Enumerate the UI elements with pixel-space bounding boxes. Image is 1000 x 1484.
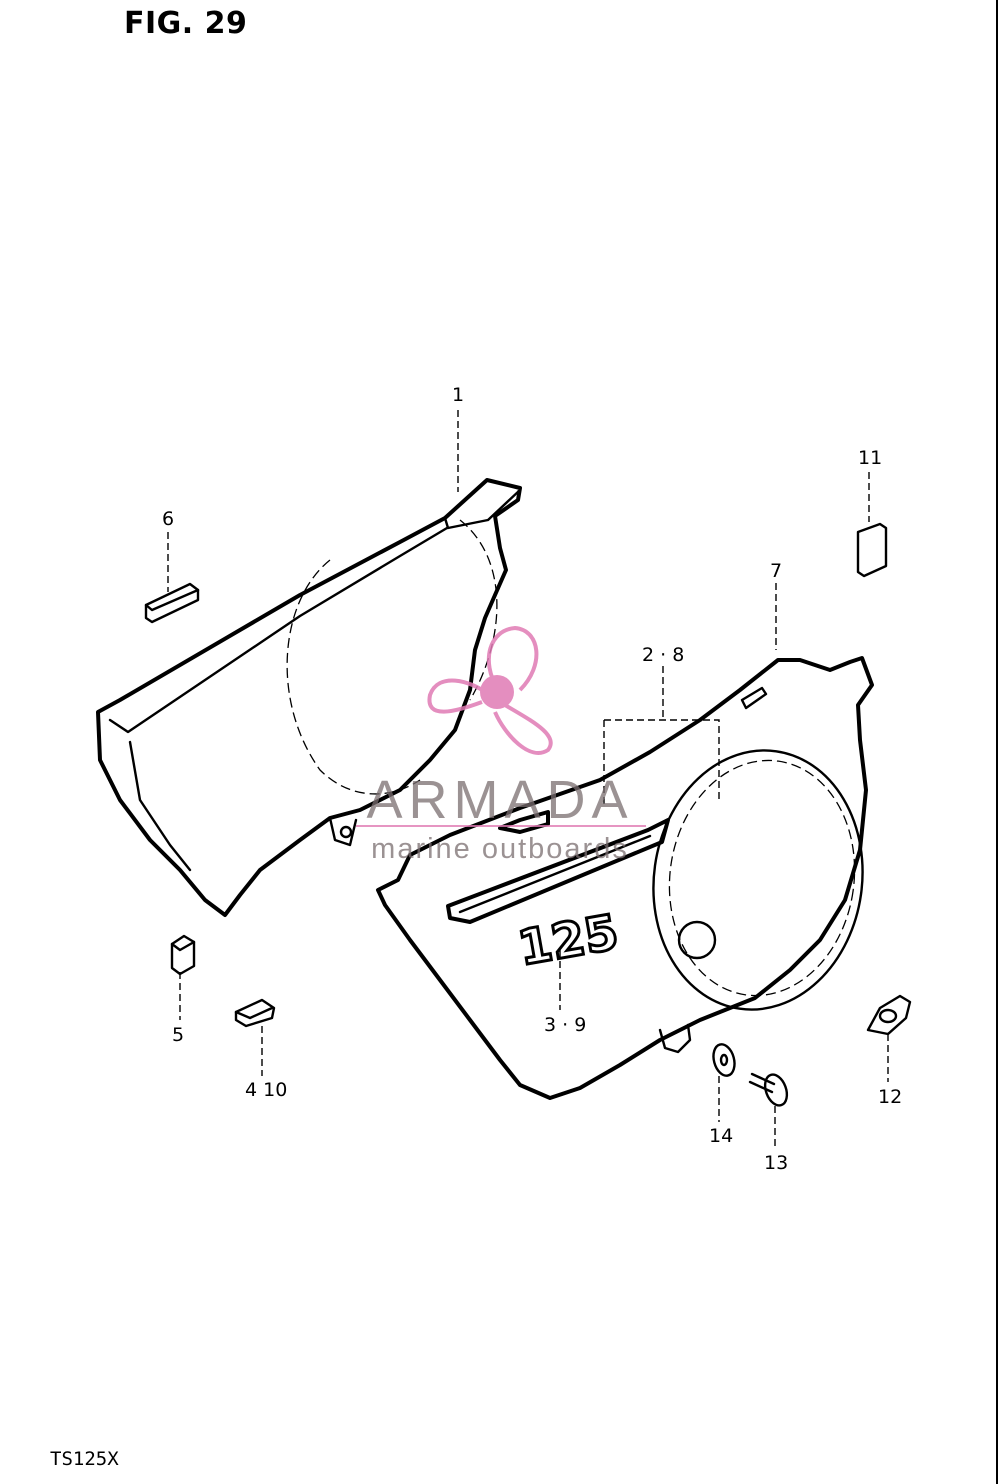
callout-labels: 1 6 11 7 2 · 8 3 · 9 5 4 10 12 14 13 — [162, 384, 902, 1174]
leader-lines — [167, 410, 889, 1148]
callout-6: 6 — [162, 508, 174, 530]
watermark-brand: ARMADA — [366, 770, 633, 830]
callout-1: 1 — [452, 384, 464, 406]
callout-14: 14 — [709, 1125, 733, 1147]
part-4-10-clip — [234, 998, 276, 1028]
figure-title: FIG. 29 — [124, 6, 248, 41]
part-7-side-cover — [376, 656, 874, 1100]
callout-11: 11 — [858, 447, 882, 469]
part-5-clip — [170, 934, 196, 976]
watermark-tagline: marine outboards — [371, 833, 629, 865]
model-label: TS125X — [50, 1448, 119, 1470]
part-11-plate — [856, 522, 888, 578]
callout-5: 5 — [172, 1024, 184, 1046]
callout-3-9: 3 · 9 — [544, 1014, 586, 1036]
callout-7: 7 — [770, 560, 782, 582]
part-13-screw — [748, 1072, 789, 1107]
page-border — [996, 0, 998, 1484]
callout-13: 13 — [764, 1152, 788, 1174]
part-12-grommet — [866, 994, 912, 1036]
part-14-washer — [712, 1043, 736, 1077]
callout-12: 12 — [878, 1086, 902, 1108]
watermark: ARMADA marine outboards — [356, 625, 646, 865]
propeller-icon — [427, 625, 553, 755]
part-6-bar — [144, 582, 200, 624]
decal-125: 125 — [514, 904, 622, 977]
callout-2-8: 2 · 8 — [642, 644, 684, 666]
callout-4-10: 4 10 — [245, 1079, 287, 1101]
